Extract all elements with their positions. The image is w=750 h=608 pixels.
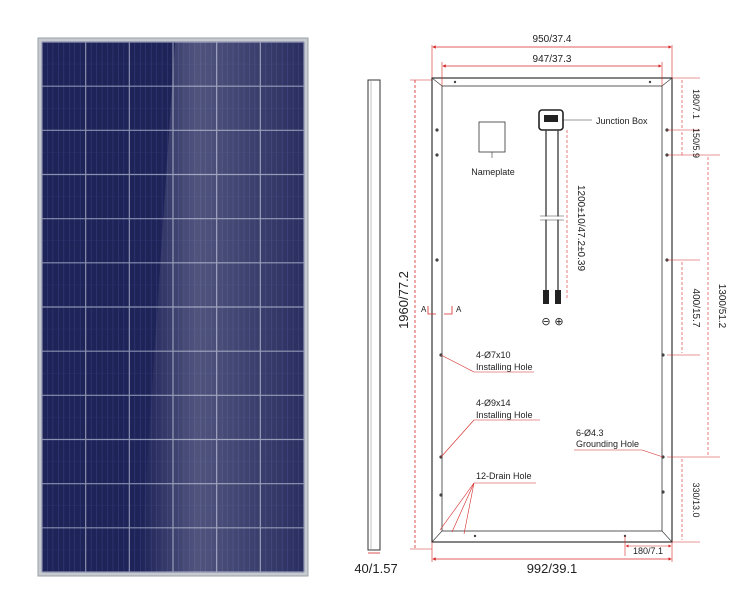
terminal-plus: ⊕ xyxy=(554,316,563,328)
thickness-label: 40/1.57 xyxy=(354,561,397,576)
installing-hole-1-name: Installing Hole xyxy=(476,362,533,372)
drain-hole-label: 12-Drain Hole xyxy=(476,471,532,481)
hole-spacing-outer-label: 1300/51.2 xyxy=(716,284,727,329)
bottom-width-label: 992/39.1 xyxy=(527,561,578,576)
bottom-offset-label: 330/13.0 xyxy=(691,482,701,517)
section-a-left: A xyxy=(421,305,427,314)
installing-hole-1-spec: 4-Ø7x10 xyxy=(476,350,511,360)
grounding-hole-spec: 6-Ø4.3 xyxy=(576,428,604,438)
height-dimension: 1960/77.2 xyxy=(396,79,432,550)
top-offset-label: 180/7.1 xyxy=(691,89,701,119)
panel-side-view: 40/1.57 xyxy=(354,79,398,576)
installing-hole-2-spec: 4-Ø9x14 xyxy=(476,398,511,408)
installing-hole-2-name: Installing Hole xyxy=(476,410,533,420)
bottom-dimensions: 180/7.1 992/39.1 xyxy=(431,536,673,576)
junction-box: Junction Box xyxy=(538,109,648,131)
bottom-corner-label: 180/7.1 xyxy=(633,546,663,556)
panel-glare xyxy=(140,42,304,572)
nameplate-box xyxy=(478,121,506,153)
terminal-minus: ⊖ xyxy=(541,316,550,328)
nameplate-label: Nameplate xyxy=(471,167,515,177)
cable-length-label: 1200±10/47.2±0.39 xyxy=(575,185,586,271)
inner-frame xyxy=(441,85,663,532)
solar-panel-front-view xyxy=(37,37,309,577)
height-label: 1960/77.2 xyxy=(396,271,411,329)
cables: ⊖ ⊕ xyxy=(540,130,564,328)
grounding-hole-name: Grounding Hole xyxy=(576,439,639,449)
jbox-offset-label: 150/5.9 xyxy=(691,128,701,158)
right-dimensions: 180/7.1 150/5.9 400/15.7 1300/51.2 330/1… xyxy=(667,77,727,543)
overall-width-label: 950/37.4 xyxy=(533,34,572,45)
top-dimensions: 950/37.4 947/37.3 xyxy=(431,34,673,86)
junction-box-label: Junction Box xyxy=(596,116,648,126)
inner-width-label: 947/37.3 xyxy=(533,54,572,65)
side-profile xyxy=(367,79,381,551)
section-a-right: A xyxy=(456,305,462,314)
hole-spacing-mid-label: 400/15.7 xyxy=(690,289,701,328)
panel-back-view: Nameplate Junction Box ⊖ ⊕ 1200±10/47.2±… xyxy=(421,77,673,543)
